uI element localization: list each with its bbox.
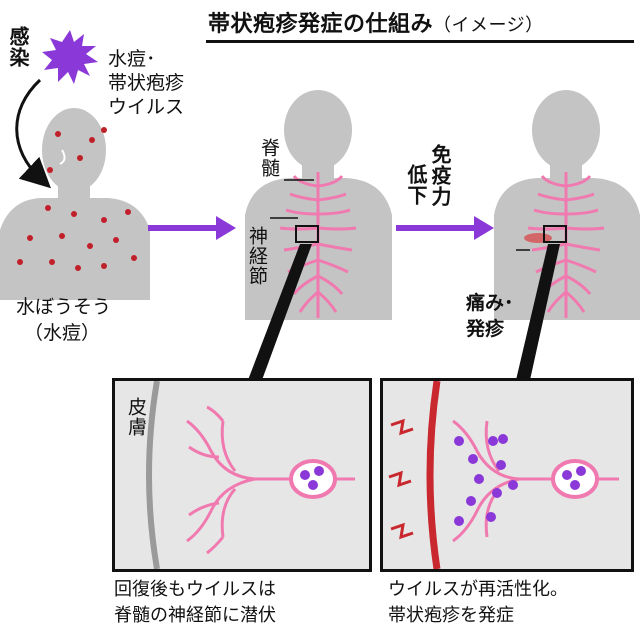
ganglion-cell bbox=[289, 459, 337, 499]
rash-spots bbox=[17, 127, 137, 271]
symptom-label-2: 発疹 bbox=[466, 318, 505, 340]
immunity-label-2: 低下 bbox=[404, 164, 428, 206]
skin-label: 皮膚 bbox=[125, 397, 147, 437]
infection-label: 感染 bbox=[6, 26, 30, 68]
infection-arrow bbox=[15, 78, 51, 189]
latent-virus-icons bbox=[300, 466, 324, 490]
immunity-label-1: 免疫力 bbox=[428, 144, 452, 207]
latent-caption-line-1: 回復後もウイルスは bbox=[114, 579, 276, 600]
virus-name-line-1: 水痘･ bbox=[108, 48, 156, 70]
body-figure-shingles bbox=[494, 90, 640, 320]
spinal-cord-label: 脊髄 bbox=[258, 138, 280, 178]
reactivation-detail-illustration bbox=[388, 381, 619, 569]
reactivation-caption-line-2: 帯状疱疹を発症 bbox=[388, 605, 514, 626]
reactivated-virus-icons bbox=[454, 434, 586, 526]
zoom-wedge-left bbox=[248, 244, 312, 380]
nerve-fibers bbox=[186, 405, 355, 555]
progress-arrow-2 bbox=[396, 216, 494, 240]
virus-name-line-3: ウイルス bbox=[108, 96, 185, 118]
reactivation-caption-line-1: ウイルスが再活性化。 bbox=[388, 579, 568, 600]
title-underline bbox=[206, 40, 634, 43]
virus-icon bbox=[42, 30, 98, 84]
body-figure-chickenpox bbox=[0, 108, 150, 300]
latent-detail-panel: 皮膚 bbox=[112, 378, 372, 572]
skin-line bbox=[146, 381, 160, 569]
symptom-label-1: 痛み･ bbox=[466, 292, 514, 314]
reactivation-detail-panel bbox=[380, 378, 634, 572]
chickenpox-label-sub: （水痘） bbox=[24, 322, 101, 344]
body-figure-back bbox=[245, 90, 392, 320]
ganglion-box bbox=[295, 225, 319, 243]
latent-caption-line-2: 脊髄の神経節に潜伏 bbox=[114, 605, 276, 626]
pain-marks bbox=[388, 418, 414, 540]
title-sub: （イメージ） bbox=[433, 15, 544, 36]
diagram-title: 帯状疱疹発症の仕組み（イメージ） bbox=[208, 6, 544, 38]
chickenpox-label: 水ぼうそう bbox=[16, 296, 112, 318]
inflamed-skin-line bbox=[426, 381, 441, 569]
zoom-wedge-right bbox=[516, 244, 560, 380]
title-main: 帯状疱疹発症の仕組み bbox=[208, 12, 434, 37]
latent-detail-illustration bbox=[146, 381, 355, 569]
ganglion-label: 神経節 bbox=[246, 226, 268, 286]
virus-name-line-2: 帯状疱疹 bbox=[108, 72, 185, 94]
progress-arrow-1 bbox=[148, 216, 236, 240]
